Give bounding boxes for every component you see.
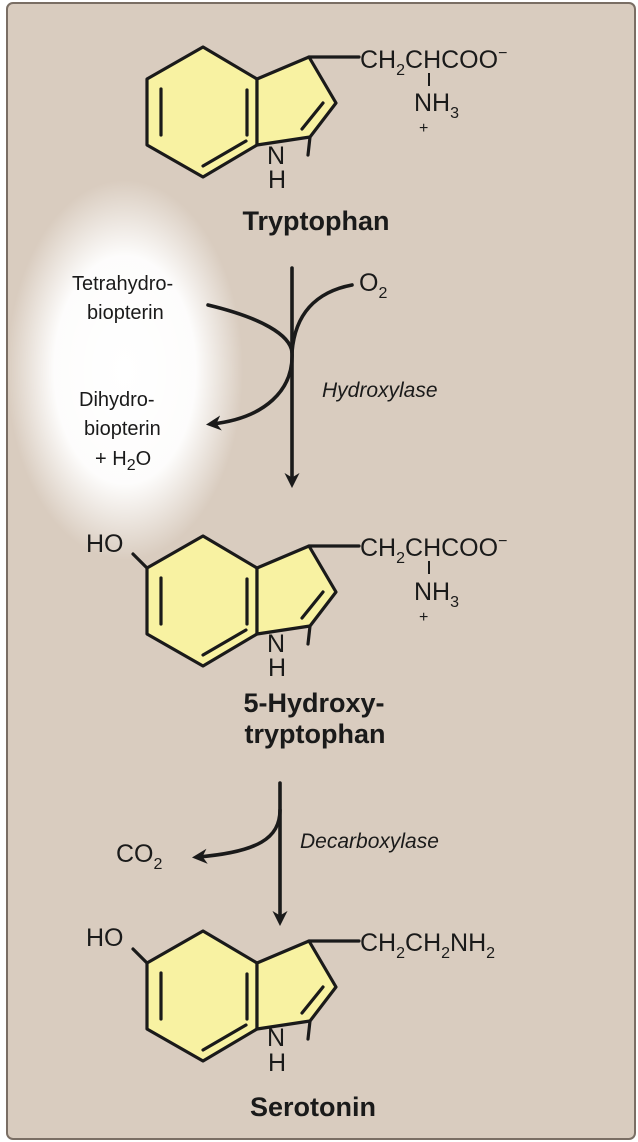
biopterin-curve <box>205 303 294 431</box>
hydroxytryptophan-structure <box>131 534 361 668</box>
hydroxylase-enzyme: Hydroxylase <box>322 379 438 402</box>
tryptophan-amine-charge: + <box>419 120 428 137</box>
hydroxytryptophan-amine-charge: + <box>419 609 428 626</box>
serotonin-hydroxyl: HO <box>86 924 124 952</box>
hydroxytryptophan-side-chain: CH2CHCOO− <box>360 533 507 567</box>
cofactor-glow <box>7 180 243 560</box>
tetrahydrobiopterin-line2: biopterin <box>87 302 164 324</box>
decarboxylase-enzyme: Decarboxylase <box>300 830 439 853</box>
hydroxytryptophan-hydroxyl: HO <box>86 530 124 558</box>
dihydrobiopterin-line2: biopterin <box>84 418 161 440</box>
serotonin-ring-h: H <box>268 1049 286 1077</box>
serotonin-structure <box>131 929 361 1063</box>
dihydrobiopterin-line1: Dihydro- <box>79 389 155 411</box>
hydroxytryptophan-name-line1: 5-Hydroxy- <box>243 688 384 718</box>
oxygen-label: O2 <box>359 269 387 302</box>
tryptophan-amine: NH3 <box>414 89 459 122</box>
serotonin-side-chain: CH2CH2NH2 <box>360 929 495 962</box>
tryptophan-ring-h: H <box>268 166 286 194</box>
serotonin-name: Serotonin <box>250 1092 376 1122</box>
serotonin-ring-n: N <box>267 1024 285 1052</box>
oxygen-curve <box>290 283 354 354</box>
co2-curve <box>191 808 282 864</box>
hydroxytryptophan-ring-h: H <box>268 654 286 682</box>
hydroxytryptophan-ring-n: N <box>267 630 285 658</box>
tryptophan-ring-n: N <box>267 142 285 170</box>
tryptophan-name: Tryptophan <box>243 206 390 236</box>
co2-label: CO2 <box>116 840 163 873</box>
hydroxytryptophan-amine: NH3 <box>414 578 459 611</box>
tryptophan-side-chain: CH2CHCOO− <box>360 45 507 79</box>
tetrahydrobiopterin-line1: Tetrahydro- <box>72 273 173 295</box>
dihydrobiopterin-line3: + H2O <box>95 448 151 474</box>
hydroxytryptophan-name-line2: tryptophan <box>245 719 386 749</box>
